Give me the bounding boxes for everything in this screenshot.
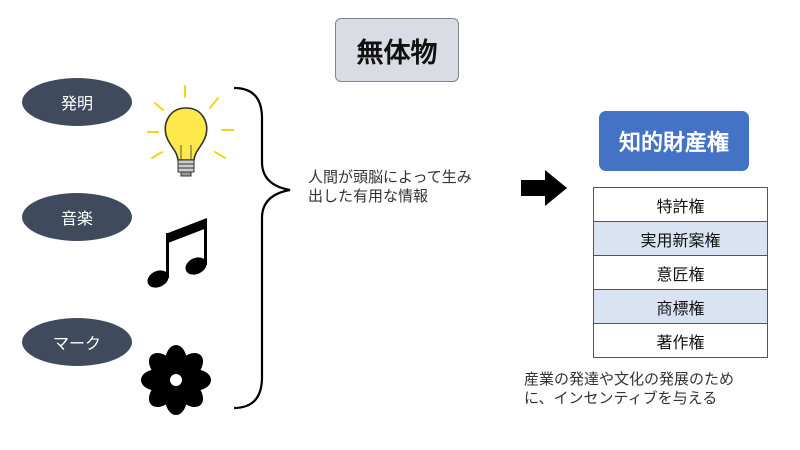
rights-row-copyright: 著作権 <box>594 323 767 357</box>
lightbulb-icon <box>147 85 234 177</box>
category-label-music: 音楽 <box>60 209 93 228</box>
flower-mark-icon <box>141 345 211 415</box>
information-description: 人間が頭脳によって生み 出した有用な情報 <box>308 168 472 206</box>
rights-table: 特許権 実用新案権 意匠権 商標権 著作権 <box>593 187 768 358</box>
category-pill-music: 音楽 <box>22 193 132 241</box>
ip-rights-title: 知的財産権 <box>618 131 729 156</box>
purpose-line-1: 産業の発達や文化の発展のため <box>524 370 735 388</box>
purpose-line-2: に、インセンティブを与える <box>524 389 718 407</box>
ip-rights-title-box: 知的財産権 <box>599 111 749 171</box>
curly-brace <box>233 86 291 410</box>
rights-row-patent: 特許権 <box>656 196 705 216</box>
description-line-1: 人間が頭脳によって生み <box>308 168 472 186</box>
music-note-icon <box>147 218 207 288</box>
category-label-invention: 発明 <box>60 94 93 113</box>
category-pill-invention: 発明 <box>22 78 132 126</box>
intangible-title: 無体物 <box>356 37 438 69</box>
rights-row-utility-model: 実用新案権 <box>594 221 767 255</box>
rights-row-trademark: 商標権 <box>594 289 767 323</box>
category-pill-mark: マーク <box>22 318 132 366</box>
right-arrow-icon <box>521 170 567 206</box>
description-line-2: 出した有用な情報 <box>308 187 429 205</box>
intangible-title-box: 無体物 <box>335 18 459 82</box>
category-label-mark: マーク <box>52 334 101 353</box>
purpose-note: 産業の発達や文化の発展のため に、インセンティブを与える <box>524 370 734 408</box>
rights-row-design: 意匠権 <box>594 255 767 289</box>
